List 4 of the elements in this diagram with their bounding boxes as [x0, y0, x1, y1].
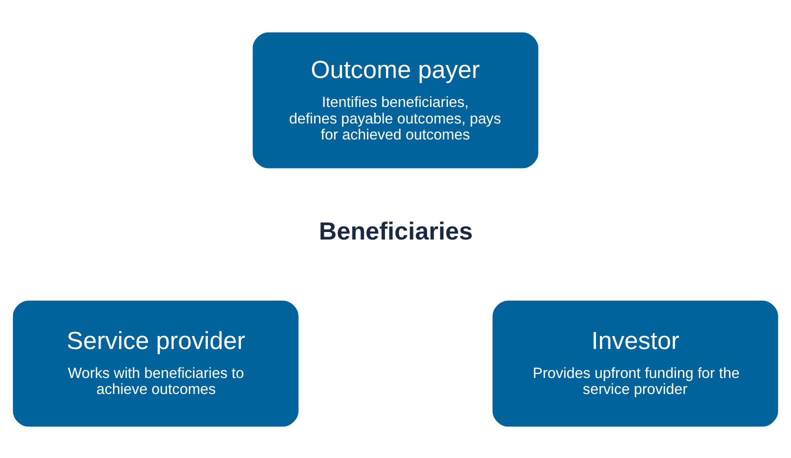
- node-box: Service provider Works with beneficiaries to achieve outcomes: [12, 300, 298, 426]
- label: Beneficiaries: [318, 218, 473, 245]
- node-box: Investor Provides upfront funding for the service provider: [492, 300, 778, 426]
- node-box: Outcome payer Itentifies beneficiaries, defines payable outcomes, pays for achieved outcomes: [252, 32, 538, 168]
